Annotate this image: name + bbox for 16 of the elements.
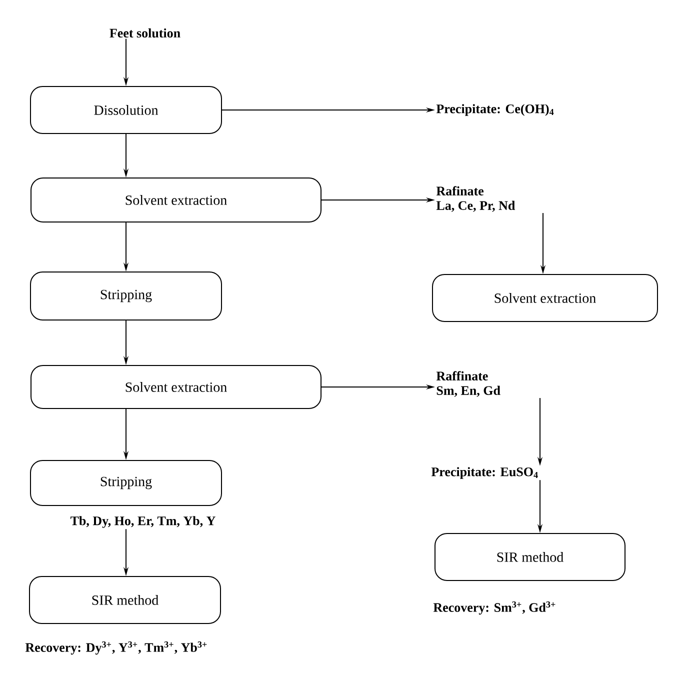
process-box: SIR method xyxy=(29,576,221,624)
process-box: Stripping xyxy=(30,460,222,506)
stream-label: Feet solution xyxy=(110,28,180,38)
caption-text: Recovery: Sm$^{3+}$, Gd$^{3+}$ xyxy=(433,601,556,615)
stream-label: Raffinate Sm, En, Gd xyxy=(436,371,500,397)
stream-label: Precipitate: EuSO$_{4}$ xyxy=(431,467,538,479)
process-box: Stripping xyxy=(30,272,222,320)
stream-label: Precipitate: Ce(OH)$_{4}$ xyxy=(436,104,554,116)
process-box: Solvent extraction xyxy=(30,178,322,222)
process-box: SIR method xyxy=(434,533,626,581)
process-box: Solvent extraction xyxy=(30,365,322,409)
stream-label: Rafinate La, Ce, Pr, Nd xyxy=(436,186,516,212)
caption-text: Recovery: Dy$^{3+}$, Y$^{3+}$, Tm$^{3+}$, Yb$^{3+}$ xyxy=(25,641,207,655)
process-box: Dissolution xyxy=(30,86,222,134)
stream-label: Tb, Dy, Ho, Er, Tm, Yb, Y xyxy=(70,516,216,528)
process-box: Solvent extraction xyxy=(432,274,658,322)
